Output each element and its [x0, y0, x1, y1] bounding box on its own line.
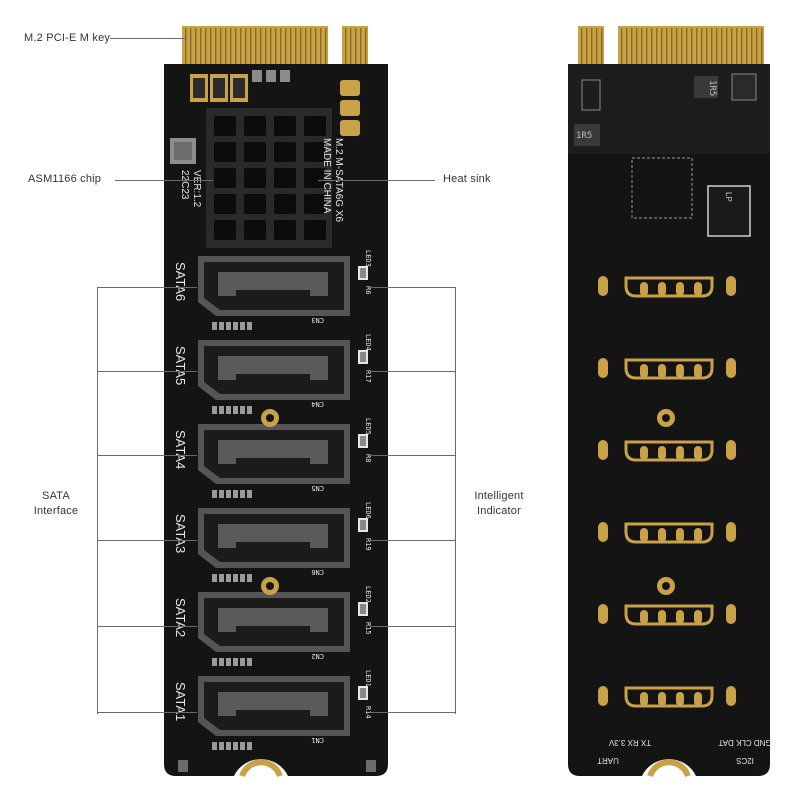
- regulator-chip: LP: [707, 185, 751, 237]
- i2c-label: I2CS: [736, 756, 754, 765]
- uart-pin-labels: TX RX 3.3V: [608, 738, 651, 747]
- svg-text:LED3: LED3: [364, 250, 372, 267]
- version-text: VER:1.2: [191, 170, 202, 208]
- mounting-hole: [261, 577, 279, 595]
- connector-label: CN1: [311, 736, 324, 744]
- gold-fingers: [578, 26, 764, 68]
- svg-text:R15: R15: [364, 622, 372, 635]
- connector-label: CN6: [311, 568, 324, 576]
- svg-text:LED1: LED1: [364, 670, 372, 687]
- svg-text:LED5: LED5: [364, 418, 372, 435]
- mounting-hole: [261, 409, 279, 427]
- connector-label: CN3: [311, 316, 324, 324]
- connector-label: CN5: [311, 484, 324, 492]
- origin-text: MADE IN CHINA: [321, 138, 332, 214]
- svg-text:1R5: 1R5: [707, 80, 717, 96]
- sata-port-label: SATA6: [173, 262, 188, 301]
- top-components: [170, 70, 360, 164]
- pad-group: [598, 276, 736, 298]
- gold-fingers: [182, 26, 368, 68]
- connector-label: CN4: [311, 400, 324, 408]
- svg-text:R19: R19: [364, 538, 372, 551]
- m2-key-label: M.2 PCI-E M key: [24, 32, 111, 44]
- svg-text:LED6: LED6: [364, 502, 372, 519]
- sata-port-label: SATA2: [173, 598, 188, 637]
- sata-port-label: SATA1: [173, 682, 188, 721]
- svg-text:LP: LP: [724, 192, 733, 202]
- sata-port-label: SATA3: [173, 514, 188, 553]
- svg-text:R14: R14: [364, 706, 372, 719]
- intelligent-indicator-label: Intelligent Indicator: [474, 490, 524, 517]
- svg-text:1R5: 1R5: [576, 131, 592, 141]
- mounting-hole: [657, 577, 675, 595]
- pad-group: [598, 358, 736, 380]
- uart-label: UART: [597, 756, 619, 765]
- pad-group: [598, 686, 736, 708]
- pad-group: [598, 522, 736, 544]
- back-board: 1R5 1R5 LP TX RX 3.3V UART GND CLK DAT I…: [568, 26, 772, 778]
- front-board: M.2 M-SATA6G X6 MADE IN CHINA VER:1.2 22…: [164, 26, 388, 778]
- inductor: 1R5: [694, 76, 718, 98]
- sata-interface-label: SATA Interface: [33, 490, 79, 517]
- inductor: 1R5: [574, 124, 600, 146]
- chip-label: ASM1166 chip: [28, 173, 102, 185]
- sata-port-label: SATA4: [173, 430, 188, 469]
- svg-text:R17: R17: [364, 370, 372, 383]
- i2c-pin-labels: GND CLK DAT: [718, 738, 771, 747]
- date-code-text: 22C23: [179, 170, 190, 200]
- sata-port-label: SATA5: [173, 346, 188, 385]
- svg-text:R8: R8: [364, 454, 372, 462]
- svg-text:R6: R6: [364, 286, 372, 294]
- pad-group: [598, 440, 736, 462]
- mounting-hole: [657, 409, 675, 427]
- svg-text:LED2: LED2: [364, 586, 372, 603]
- heat-sink: [206, 108, 332, 248]
- svg-text:LED4: LED4: [364, 334, 372, 351]
- heat-sink-label: Heat sink: [443, 173, 491, 185]
- pad-group: [598, 604, 736, 626]
- connector-label: CN2: [311, 652, 324, 660]
